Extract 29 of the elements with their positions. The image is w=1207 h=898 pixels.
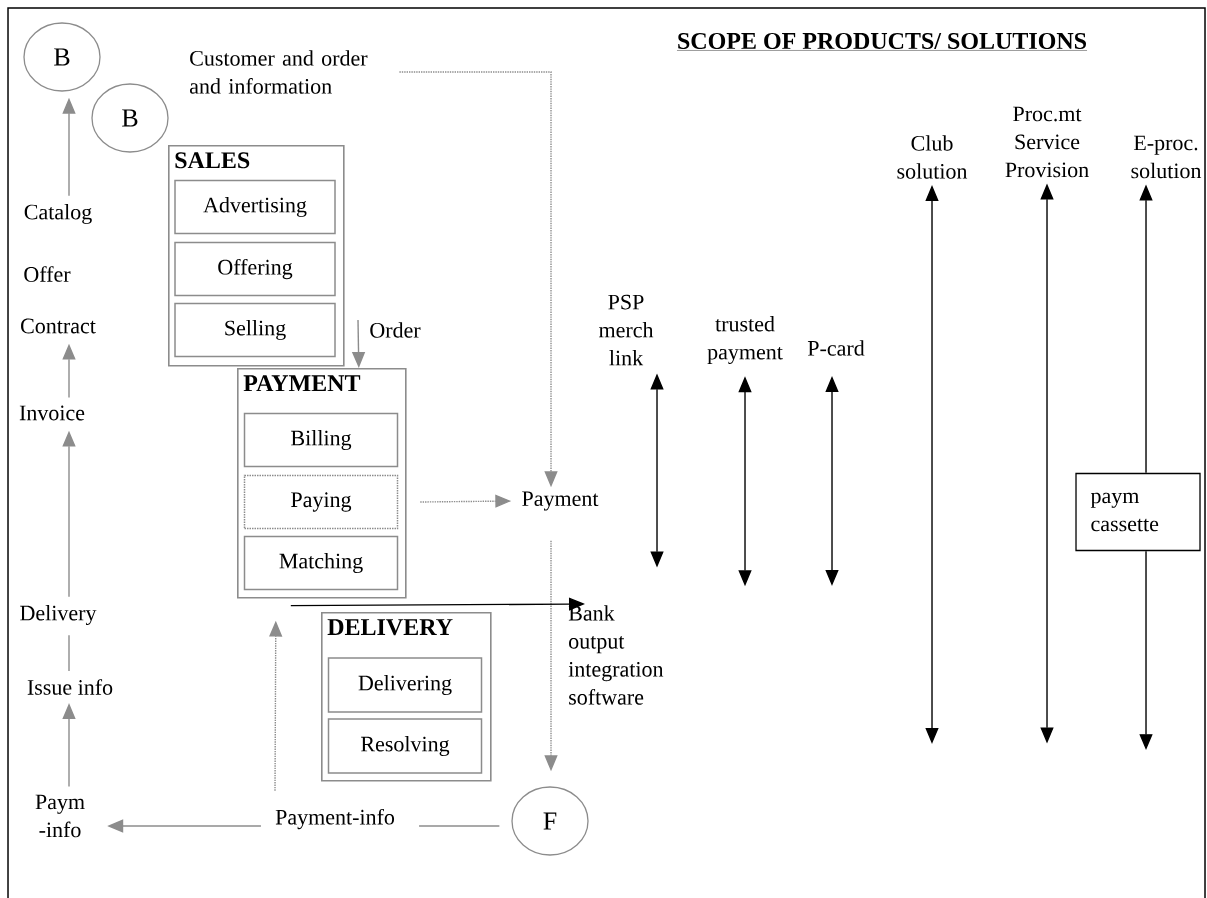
flow-label: trusted payment	[707, 316, 783, 364]
flow-label: Issue info	[27, 679, 113, 695]
process-box: Billing	[243, 412, 399, 468]
connector-line	[68, 634, 70, 672]
flow-label: E-proc. solution	[1131, 135, 1202, 179]
process-box: Resolving	[327, 718, 483, 774]
process-box: Selling	[174, 302, 336, 358]
flow-label: Paym -info	[35, 794, 85, 838]
flow-label: Customer and order and information	[189, 50, 368, 94]
process-box: Delivering	[327, 657, 483, 713]
process-box: paym cassette	[1075, 472, 1201, 552]
title: SCOPE OF PRODUCTS/ SOLUTIONS	[676, 32, 1088, 51]
flow-label: Club solution	[897, 135, 968, 179]
process-box: Paying	[243, 474, 399, 530]
flow-label: Catalog	[24, 204, 92, 224]
flow-label: Delivery	[20, 605, 97, 625]
flow-label: P-card	[807, 340, 865, 356]
process-box: Offering	[174, 241, 336, 297]
process-box: Matching	[243, 535, 399, 591]
flow-label: Payment-info	[275, 808, 395, 830]
flow-label: Payment	[522, 491, 599, 511]
connector-line	[418, 825, 501, 827]
flow-label: Offer	[24, 266, 71, 282]
flow-label: Contract	[21, 318, 96, 334]
flow-label: Invoice	[19, 405, 85, 421]
flow-label: Order	[370, 322, 421, 338]
process-box: Advertising	[174, 179, 336, 235]
flow-label: Proc.mt Service Provision	[1005, 106, 1089, 178]
flow-label: PSP merch link	[599, 294, 654, 366]
